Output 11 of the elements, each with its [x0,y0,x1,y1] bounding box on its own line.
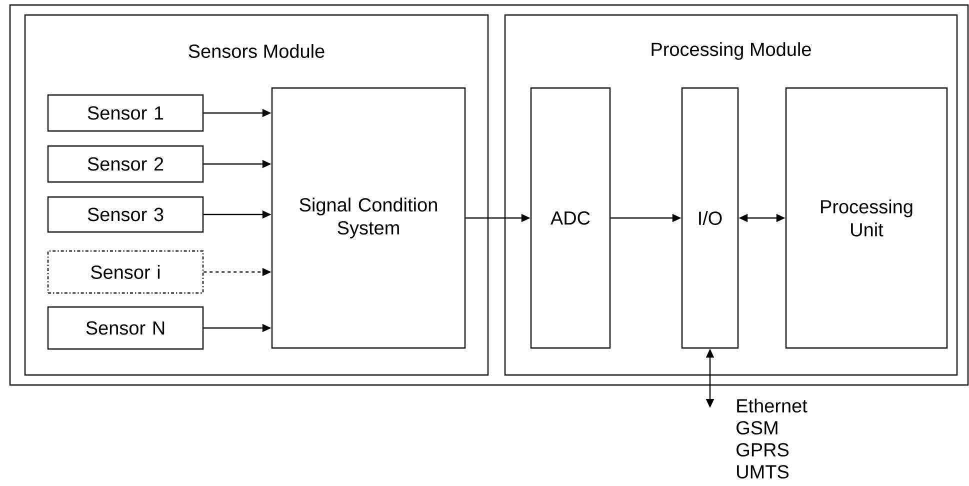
block-box: Sensor N [47,306,204,350]
system-frame [9,4,969,386]
block-box: Signal Condition System [271,87,466,349]
block-box: ADC [530,87,611,349]
block-box: Sensor 2 [47,145,204,183]
block-box: Processing Unit [785,87,948,349]
block-box: Sensor 1 [47,94,204,132]
block-box: Sensor 3 [47,196,204,233]
block-box: I/O [681,87,739,349]
block-box: Sensor i [47,250,204,294]
interface-list: Ethernet GSM GPRS UMTS [736,398,808,479]
